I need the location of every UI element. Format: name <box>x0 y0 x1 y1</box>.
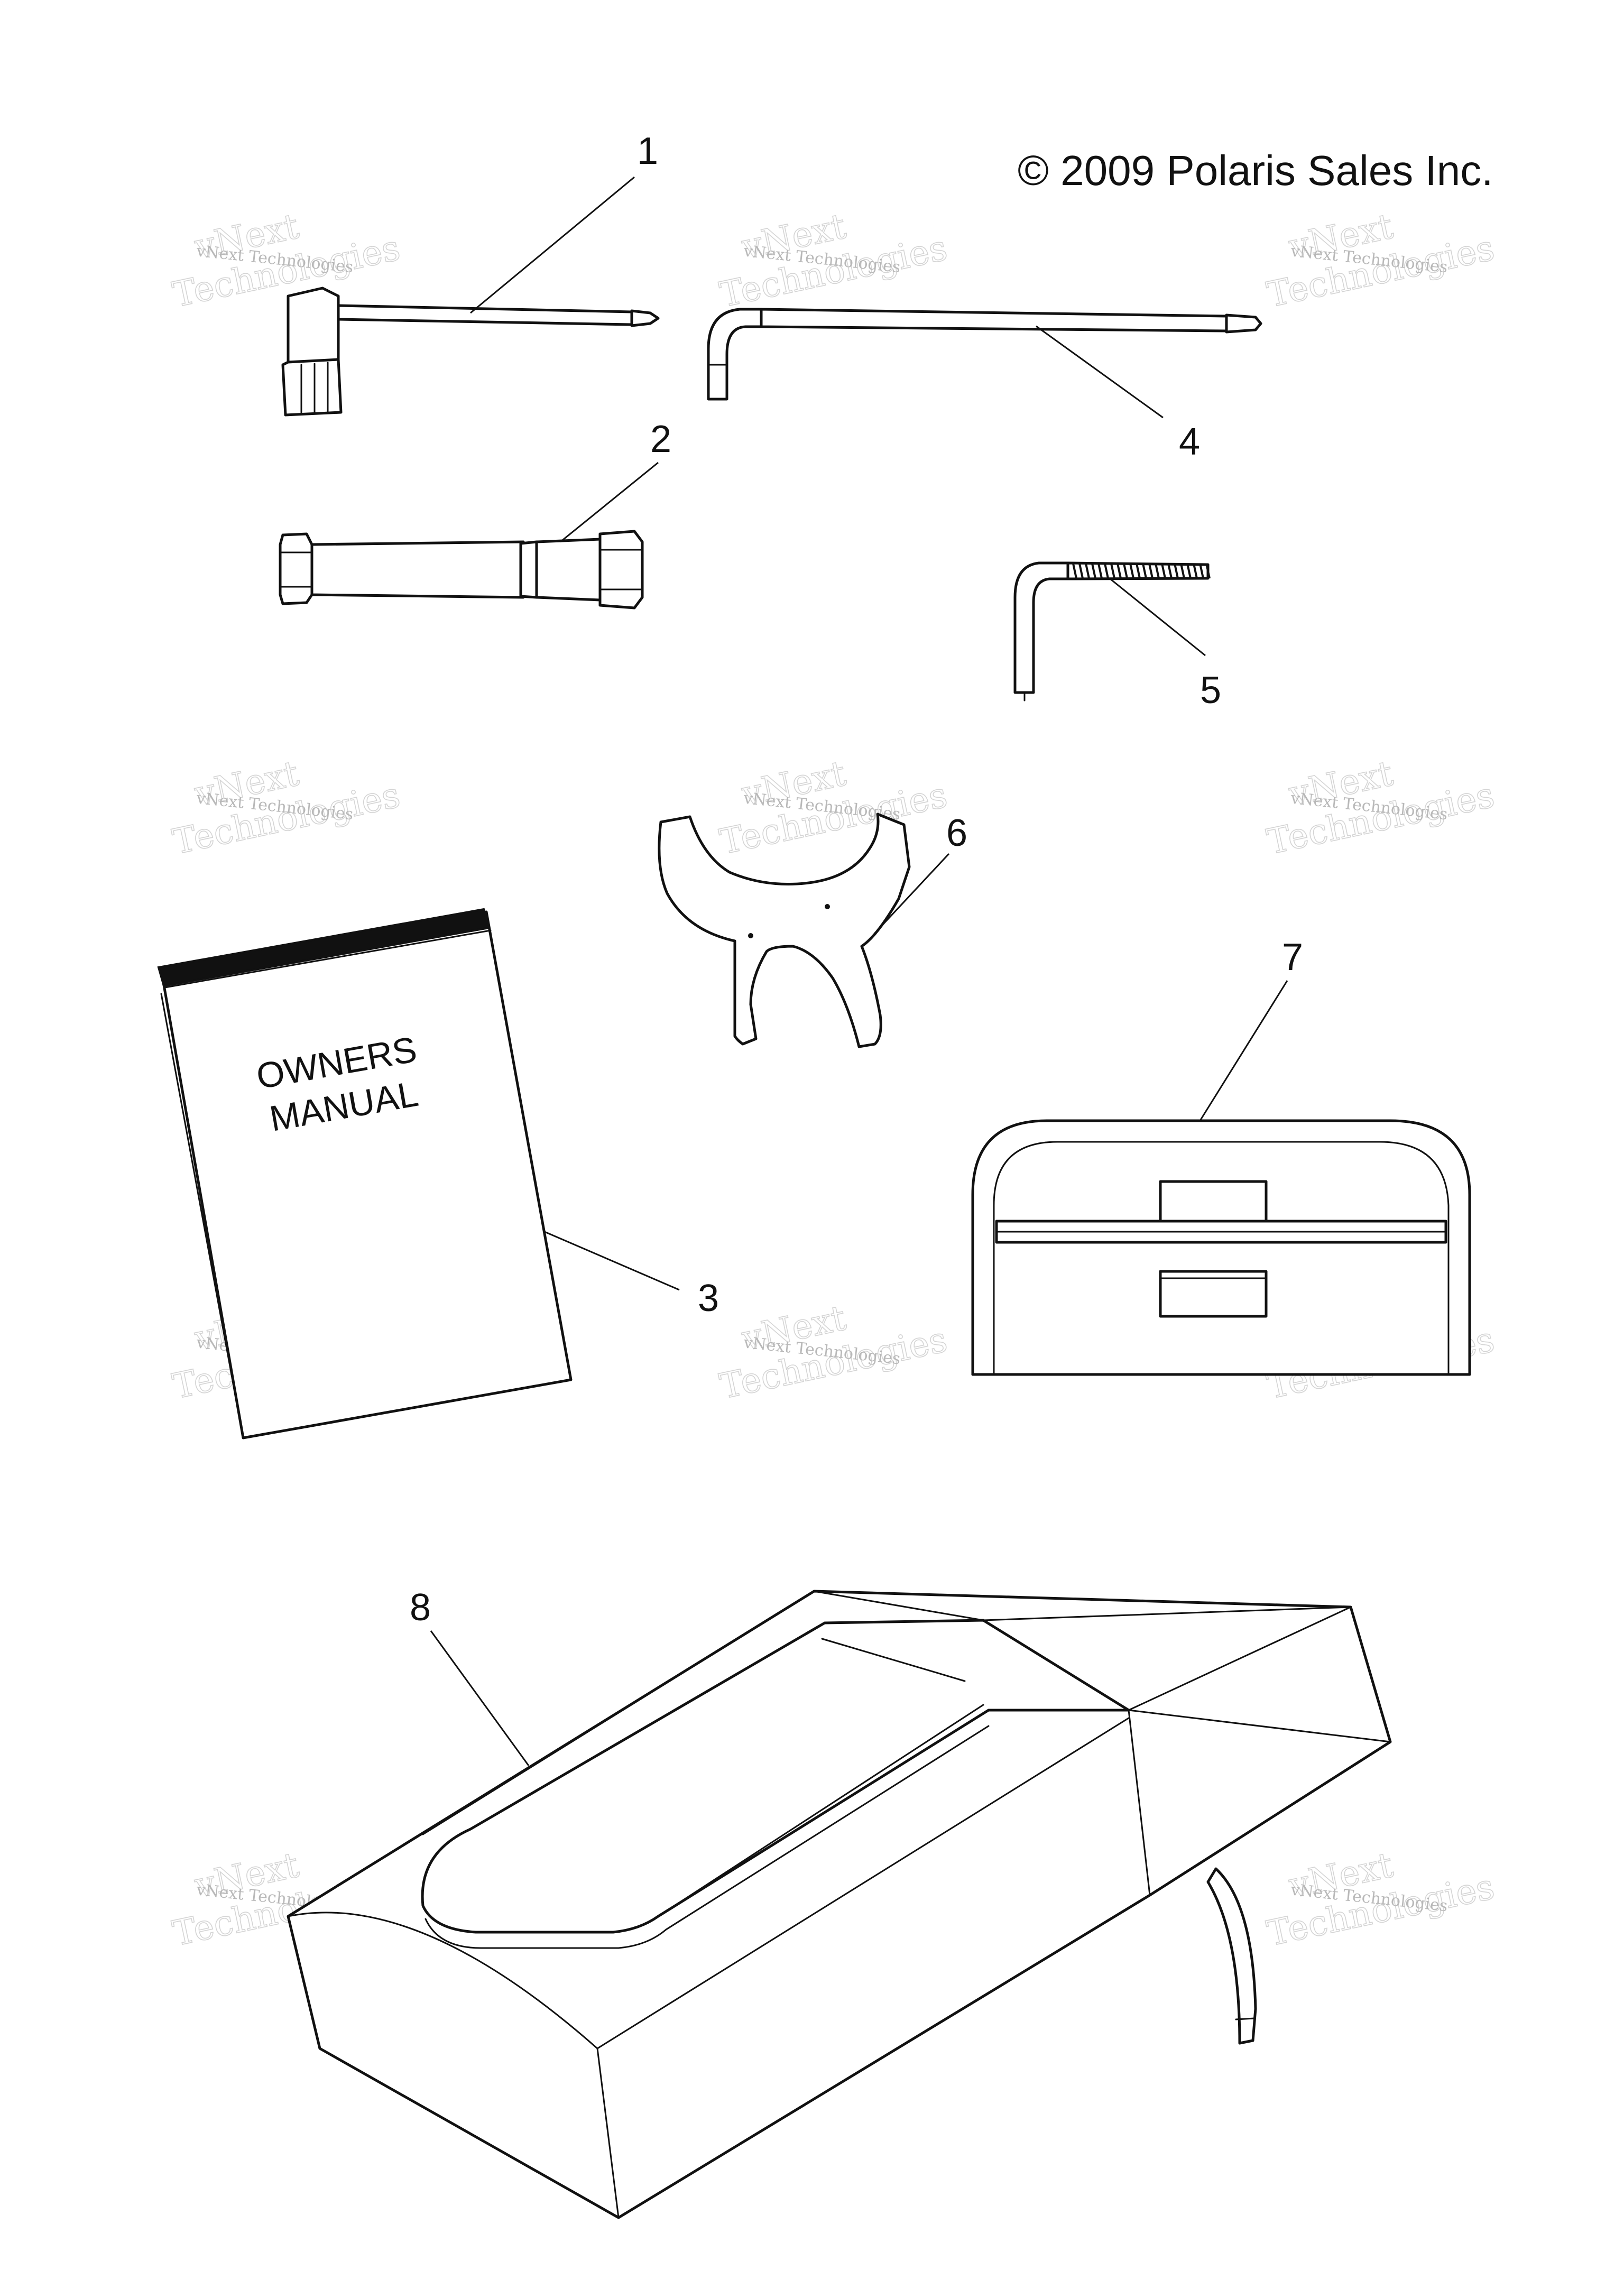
thread-tick <box>1148 563 1154 579</box>
part-7-outer-shell <box>971 1119 1471 1376</box>
callout-3: 3 <box>698 1277 719 1319</box>
part-4-l-torx-key: 4 <box>707 308 1262 463</box>
part-8-rear-bracket <box>1206 1867 1257 2045</box>
thread-tick <box>1199 563 1204 579</box>
thread-tick <box>1116 563 1122 579</box>
thread-tick <box>1110 563 1115 579</box>
watermark: vNext Technologies vNext Technologies <box>716 205 951 316</box>
thread-tick <box>1142 563 1147 579</box>
thread-tick <box>1104 563 1109 579</box>
part-2-body <box>310 540 525 599</box>
watermark: vNext Technologies vNext Technologies <box>716 752 951 863</box>
watermark: vNext Technologies vNext Technologies <box>169 752 404 863</box>
watermark: vNext Technologies vNext Technologies <box>169 205 404 316</box>
part-4-tip <box>1225 313 1262 334</box>
part-4-leader <box>1036 325 1164 419</box>
callout-6: 6 <box>946 812 967 854</box>
thread-tick <box>1085 563 1090 579</box>
part-1-leader <box>470 176 635 314</box>
part-3-owners-manual: OWNERS MANUAL 3 <box>157 908 719 1439</box>
part-5-threads <box>1072 563 1211 579</box>
thread-tick <box>1123 563 1128 579</box>
part-6-body <box>658 813 911 1048</box>
thread-tick <box>1174 563 1179 579</box>
part-2-right-hex <box>598 530 644 610</box>
watermark: vNext Technologies vNext Technologies <box>716 1297 951 1407</box>
thread-tick <box>1072 563 1077 579</box>
part-2-socket-wrench: 2 <box>279 418 671 610</box>
part-4-shaft <box>760 308 1228 333</box>
thread-tick <box>1167 563 1173 579</box>
thread-tick <box>1180 563 1185 579</box>
part-5-threaded-l-key: 5 <box>1013 561 1221 712</box>
part-8-cushion-top <box>421 1619 1130 1934</box>
part-2-right-body <box>535 538 602 602</box>
part-1-shaft <box>337 304 633 326</box>
part-7-tool-pouch: 7 <box>971 936 1471 1376</box>
thread-tick <box>1091 563 1096 579</box>
thread-tick <box>1136 563 1141 579</box>
part-7-top-tab <box>1159 1180 1268 1223</box>
thread-tick <box>1097 563 1103 579</box>
part-1-grip <box>281 358 343 417</box>
thread-tick <box>1155 563 1160 579</box>
thread-tick <box>1161 563 1166 579</box>
watermark: vNext Technologies vNext Technologies <box>1263 752 1498 863</box>
part-6-spanner-wrench: 6 <box>658 812 967 1048</box>
part-7-leader <box>1199 980 1288 1121</box>
thread-tick <box>1129 563 1134 579</box>
watermark: vNext Technologies vNext Technologies <box>1263 205 1498 316</box>
callout-2: 2 <box>650 418 671 460</box>
part-5-bend <box>1013 561 1069 694</box>
copyright-text: © 2009 Polaris Sales Inc. <box>1018 147 1493 194</box>
callout-5: 5 <box>1200 669 1221 712</box>
thread-tick <box>1205 563 1211 579</box>
part-8-leader <box>430 1630 530 1766</box>
thread-tick <box>1186 563 1192 579</box>
part-6-leader <box>874 853 950 934</box>
thread-tick <box>1193 563 1198 579</box>
callout-7: 7 <box>1282 936 1303 979</box>
part-1-tip <box>630 309 660 327</box>
thread-tick <box>1078 563 1084 579</box>
part-8-seat: 8 <box>287 1586 1392 2219</box>
part-3-leader <box>544 1231 680 1291</box>
part-2-leader <box>560 462 659 543</box>
callout-8: 8 <box>410 1586 431 1629</box>
callout-1: 1 <box>637 130 658 172</box>
callout-4: 4 <box>1179 421 1200 463</box>
part-3-book-spine <box>157 908 491 987</box>
part-1-t-handle-driver: 1 <box>281 130 660 417</box>
part-2-left-hex <box>279 532 313 605</box>
watermark: vNext Technologies vNext Technologies <box>1263 1844 1498 1954</box>
part-4-bend <box>707 308 763 401</box>
part-5-leader <box>1110 578 1206 657</box>
part-1-handle-head <box>287 287 340 366</box>
